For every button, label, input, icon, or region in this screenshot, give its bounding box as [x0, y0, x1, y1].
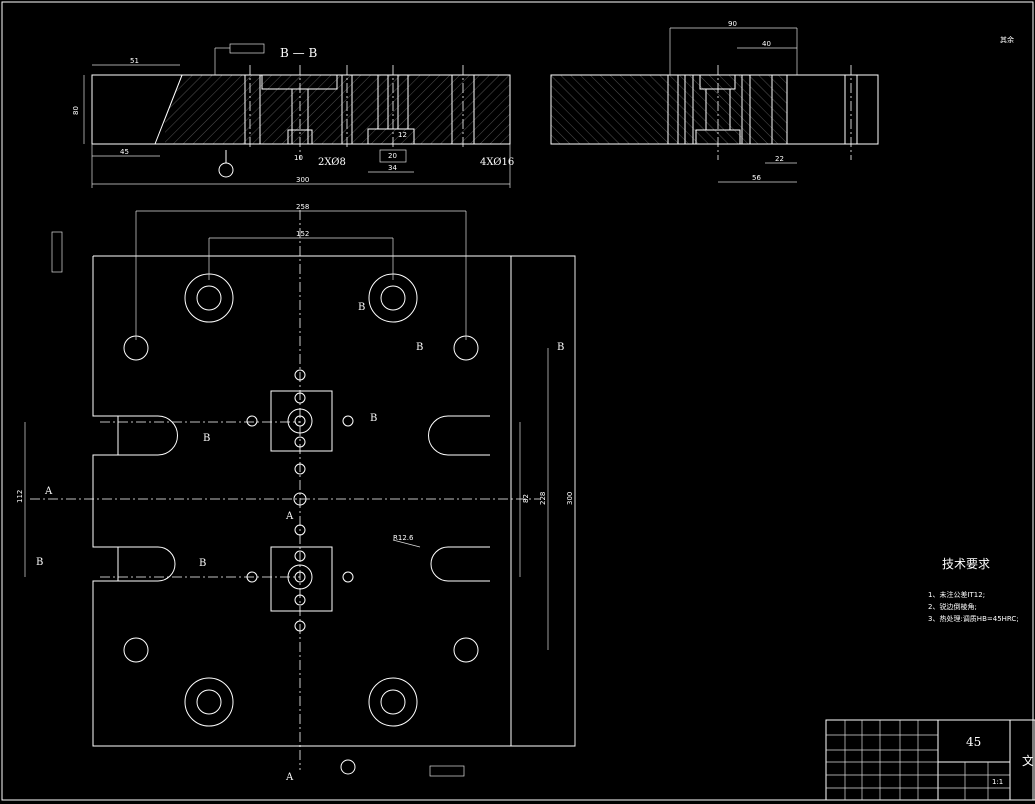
dim-34: 34: [388, 164, 397, 172]
datum-d-symbol: [340, 759, 356, 775]
dim-80: 80: [72, 106, 80, 115]
tolerance-frame-left: [51, 231, 63, 273]
side-view: 90 40 56 22 其余: [550, 20, 1014, 183]
dim-22: 22: [775, 155, 784, 163]
section-b-6: B: [36, 557, 43, 568]
notes-title: 技术要求: [942, 557, 990, 571]
section-a-left: A: [44, 486, 53, 497]
dim-r12-6: R12.6: [393, 534, 414, 542]
dim-40: 40: [762, 40, 771, 48]
note-2: 2、锐边倒棱角;: [928, 602, 977, 611]
dim-82: 82: [522, 494, 530, 503]
dim-12: 12: [398, 131, 407, 139]
dim-152: 152: [296, 230, 309, 238]
plan-view: 258 152 112 82 228 300 R12.6 A A A B B B…: [16, 203, 576, 783]
dim-10: 10: [294, 154, 303, 162]
section-a-bottom: A: [285, 772, 294, 783]
section-title: B — B: [280, 46, 317, 60]
scale-label: 1:1: [992, 778, 1003, 786]
dim-20: 20: [388, 152, 397, 160]
section-b-4: B: [370, 413, 377, 424]
dim-228: 228: [539, 492, 547, 505]
dim-112: 112: [16, 490, 24, 503]
dim-45: 45: [120, 148, 129, 156]
section-a-center: A: [285, 511, 294, 522]
dim-2x8: 2XØ8: [318, 157, 346, 168]
surface-other-label: 其余: [1000, 35, 1014, 44]
datum-c-symbol: [218, 162, 234, 178]
note-1: 1、未注公差IT12;: [928, 590, 985, 599]
dim-300: 300: [296, 176, 309, 184]
dim-4x16: 4XØ16: [480, 157, 514, 168]
dim-258: 258: [296, 203, 309, 211]
dim-90: 90: [728, 20, 737, 28]
section-b-1: B: [358, 302, 365, 313]
section-b-3: B: [557, 342, 564, 353]
technical-notes: 技术要求 1、未注公差IT12; 2、锐边倒棱角; 3、热处理:调质HB=45H…: [928, 557, 1019, 623]
section-b-5: B: [203, 433, 210, 444]
dim-51: 51: [130, 57, 139, 65]
title-right: 文: [1022, 753, 1034, 768]
section-b-7: B: [199, 558, 206, 569]
material-label: 45: [966, 735, 981, 749]
tolerance-frame: [229, 43, 265, 54]
title-block: 45 1:1 文: [825, 719, 1035, 801]
section-view-bb: B — B 51 80 45 300 2XØ8 4X: [72, 43, 514, 188]
dim-300-vertical: 300: [566, 492, 574, 505]
note-3: 3、热处理:调质HB=45HRC;: [928, 614, 1019, 623]
dim-56: 56: [752, 174, 761, 182]
section-b-2: B: [416, 342, 423, 353]
tolerance-frame-bottom: [429, 765, 465, 777]
